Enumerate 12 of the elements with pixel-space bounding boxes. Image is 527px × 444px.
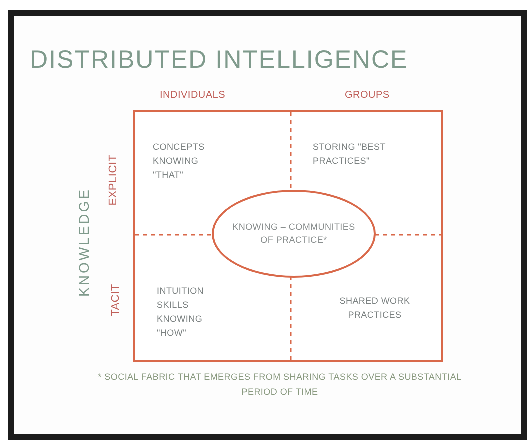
column-header: INDIVIDUALS <box>160 89 226 103</box>
quadrant-text: STORING "BEST PRACTICES" <box>313 140 403 168</box>
oval-text: KNOWING – COMMUNITIES OF PRACTICE* <box>232 221 356 247</box>
axis-label: KNOWLEDGE <box>75 188 93 297</box>
quadrant-text: SHARED WORK PRACTICES <box>335 294 415 322</box>
quadrant-text: CONCEPTS KNOWING "THAT" <box>153 140 223 182</box>
row-header: EXPLICIT <box>106 154 120 206</box>
row-header: TACIT <box>108 284 123 316</box>
quadrant-text: INTUITION SKILLS KNOWING "HOW" <box>157 284 227 340</box>
title: DISTRIBUTED INTELLIGENCE <box>30 45 410 76</box>
footnote: * SOCIAL FABRIC THAT EMERGES FROM SHARING TASKS OVER A SUBSTANTIAL PERIOD OF TIME <box>97 371 463 399</box>
column-header: GROUPS <box>345 89 390 103</box>
